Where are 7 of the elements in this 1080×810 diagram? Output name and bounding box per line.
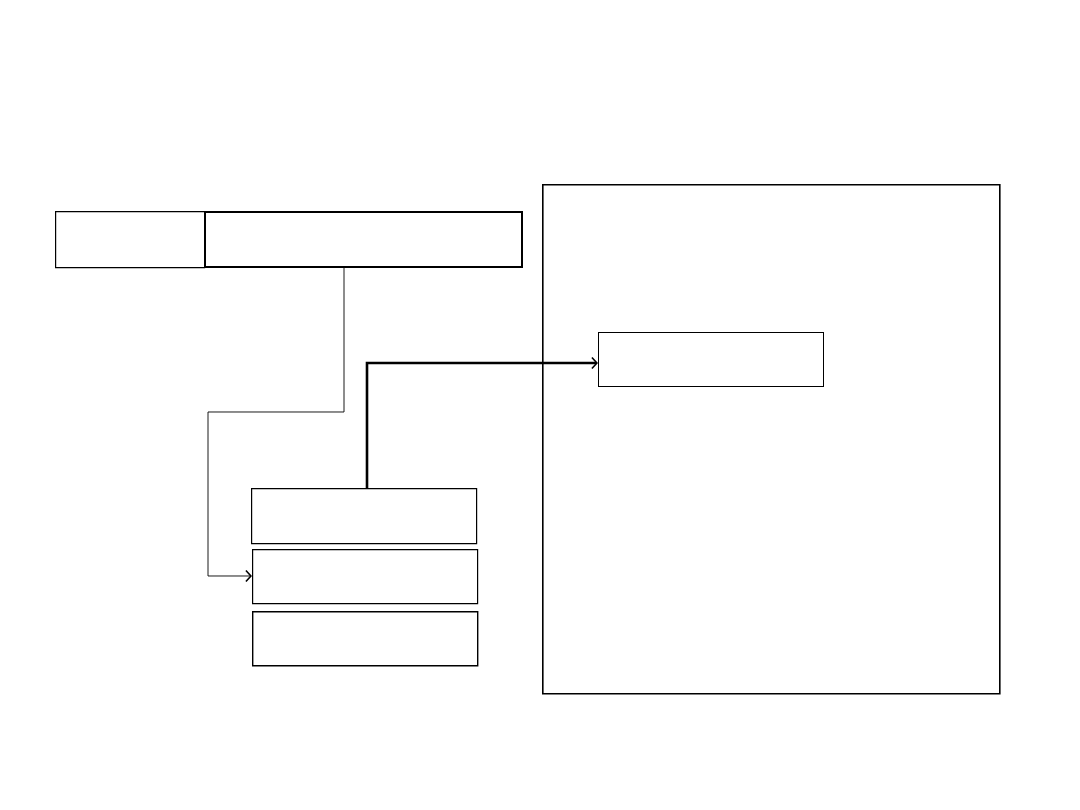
container-box xyxy=(542,184,1001,695)
connector-arrow xyxy=(207,267,345,583)
empty-box xyxy=(598,332,824,387)
connector-arrow xyxy=(365,356,598,488)
empty-box xyxy=(251,488,478,545)
empty-box xyxy=(252,611,479,667)
empty-box xyxy=(252,549,479,605)
